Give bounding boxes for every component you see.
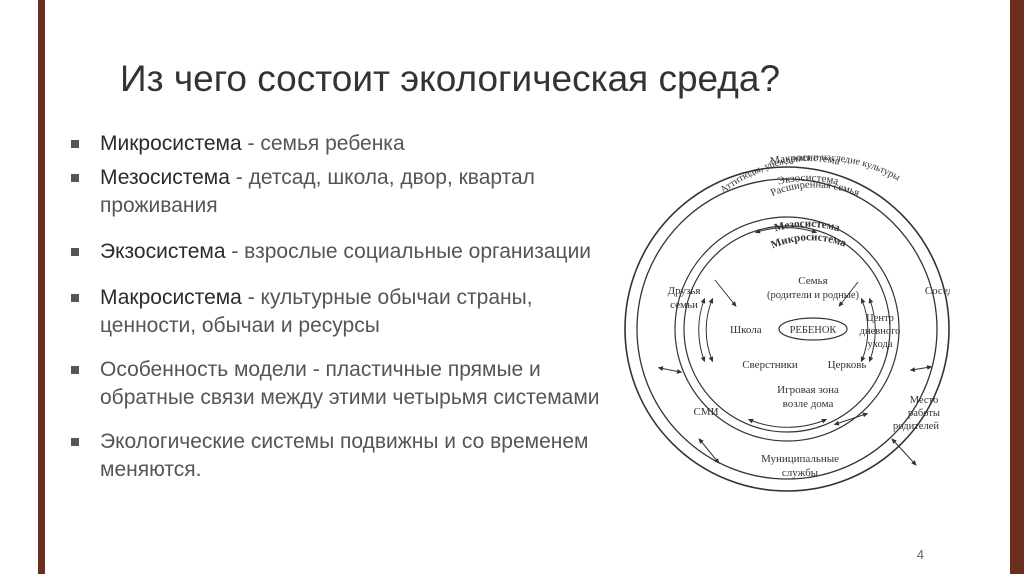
bullet-list: Микросистема - семья ребенка Мезосистема… [70, 130, 630, 484]
child-label: РЕБЕНОК [790, 325, 838, 336]
ecological-systems-diagram: Макросистема Аттитюды, убеждения и насле… [624, 152, 950, 492]
bullet-text: - культурные обычаи страны, ценности, об… [100, 286, 533, 337]
right-accent-bar [1010, 0, 1024, 574]
bullet-item: Мезосистема - детсад, школа, двор, кварт… [70, 164, 630, 220]
bullet-item: Микросистема - семья ребенка [70, 130, 630, 158]
parents-work-label-2: работы [908, 408, 940, 419]
outer-arrows [657, 365, 933, 466]
family-friends-label-1: Друзья [668, 285, 701, 297]
bullet-item: Особенность модели - пластичные прямые и… [70, 356, 630, 412]
slide-title: Из чего состоит экологическая среда? [120, 58, 781, 99]
family-label: Семья [798, 275, 827, 287]
square-bullet-icon [71, 438, 79, 446]
bullet-text: - семья ребенка [241, 132, 405, 155]
child-ellipse [778, 317, 848, 341]
mesosystem-circle [674, 216, 900, 442]
bullet-item: Экологические системы подвижны и со врем… [70, 428, 630, 484]
page-number: 4 [916, 547, 924, 562]
family-sublabel: (родители и родные) [767, 290, 860, 301]
square-bullet-icon [71, 294, 79, 302]
peers-label: Сверстники [742, 359, 798, 371]
bullet-term: Экзосистема [100, 240, 226, 263]
media-label: СМИ [693, 406, 718, 418]
square-bullet-icon [71, 366, 79, 374]
church-label: Церковь [828, 359, 867, 371]
daycare-label-1: Центр [866, 313, 894, 324]
macrosystem-outer-circle [624, 166, 950, 492]
bullet-item: Экзосистема - взрослые социальные органи… [70, 238, 630, 266]
bullet-term: Микросистема [100, 132, 242, 155]
family-friends-label-2: семьи [670, 299, 698, 311]
left-accent-bar [38, 0, 45, 574]
school-label: Школа [730, 324, 762, 336]
bullet-text: - взрослые социальные организации [225, 240, 592, 263]
bullet-item: Макросистема - культурные обычаи страны,… [70, 284, 630, 340]
square-bullet-icon [71, 174, 79, 182]
bullet-text: Экологические системы подвижны и со врем… [100, 430, 589, 481]
play-area-label-2: возле дома [783, 398, 834, 410]
macrosystem-inner-circle [636, 178, 938, 480]
macrosystem-title: Макросистема [769, 152, 841, 168]
parents-work-label-3: родителей [893, 421, 939, 432]
bullet-term: Макросистема [100, 286, 242, 309]
square-bullet-icon [71, 248, 79, 256]
daycare-label-2: дневного [860, 326, 901, 337]
square-bullet-icon [71, 140, 79, 148]
neighbors-label: Соседи [925, 285, 950, 297]
parents-work-label-1: Место [910, 395, 938, 406]
mesosystem-title: Мезосистема [773, 218, 842, 235]
bullet-text: - детсад, школа, двор, квартал проживани… [100, 166, 535, 217]
inner-arrows [698, 227, 876, 428]
microsystem-circle [683, 225, 891, 433]
municipal-services-label-1: Муниципальные [761, 453, 839, 465]
bullet-text: Особенность модели - пластичные прямые и… [100, 358, 600, 409]
bullet-term: Мезосистема [100, 166, 230, 189]
daycare-label-3: ухода [867, 339, 892, 350]
municipal-services-label-2: службы [782, 467, 819, 479]
play-area-label-1: Игровая зона [777, 384, 839, 396]
microsystem-title: Микросистема [769, 231, 848, 251]
exosystem-title: Экзосистема [776, 172, 839, 188]
